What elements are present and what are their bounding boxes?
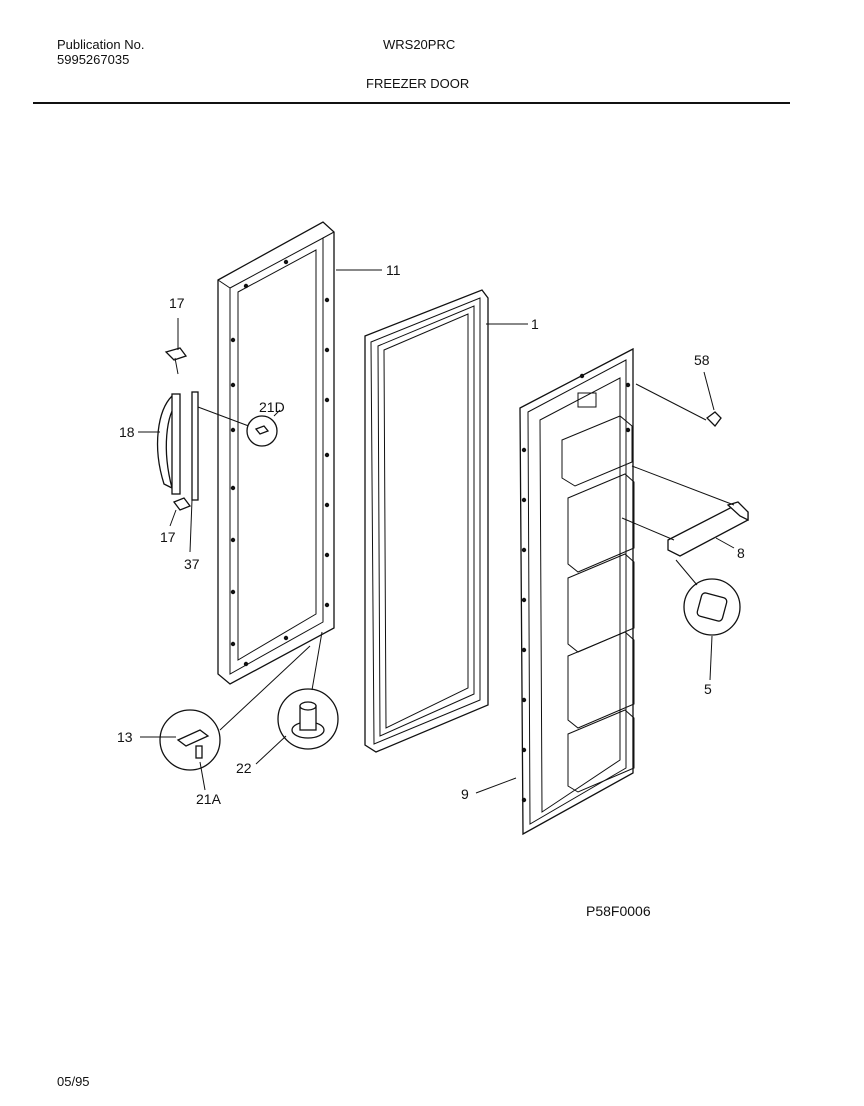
handle-clip-bottom xyxy=(172,497,192,511)
mounting-hole xyxy=(521,597,527,603)
mounting-hole xyxy=(230,641,236,647)
mounting-hole xyxy=(230,337,236,343)
shelf-rail-part xyxy=(621,465,749,557)
door-gasket-part xyxy=(364,289,489,753)
callout-37: 37 xyxy=(184,556,200,572)
mounting-hole xyxy=(521,647,527,653)
mounting-hole xyxy=(230,427,236,433)
callout-58: 58 xyxy=(694,352,710,368)
mounting-hole xyxy=(243,661,249,667)
mounting-hole xyxy=(324,397,330,403)
mounting-hole xyxy=(521,797,527,803)
date-code: 05/95 xyxy=(57,1074,90,1089)
mounting-hole xyxy=(283,259,289,265)
door-liner-part xyxy=(519,347,635,836)
mounting-hole xyxy=(324,452,330,458)
publication-label: Publication No. xyxy=(57,37,145,52)
callout-21d: 21D xyxy=(259,399,285,415)
callout-17-top: 17 xyxy=(169,295,185,311)
mounting-hole xyxy=(324,347,330,353)
callout-21a: 21A xyxy=(196,791,222,807)
hinge-detail xyxy=(159,645,311,771)
mounting-hole xyxy=(521,497,527,503)
leader-lines xyxy=(138,269,735,794)
shelf-clip-detail xyxy=(675,559,741,636)
callout-1: 1 xyxy=(531,316,539,332)
publication-number: 5995267035 xyxy=(57,52,130,67)
mounting-hole xyxy=(521,747,527,753)
mounting-hole xyxy=(230,537,236,543)
mounting-hole xyxy=(521,697,527,703)
handle-clip-top xyxy=(164,347,188,375)
mounting-hole xyxy=(283,635,289,641)
section-title: FREEZER DOOR xyxy=(366,76,470,91)
mounting-hole xyxy=(324,502,330,508)
bushing-detail xyxy=(277,631,339,750)
callout-9: 9 xyxy=(461,786,469,802)
mounting-hole xyxy=(324,602,330,608)
model-number: WRS20PRC xyxy=(383,37,456,52)
mounting-hole xyxy=(230,485,236,491)
callout-22: 22 xyxy=(236,760,252,776)
callout-17-bottom: 17 xyxy=(160,529,176,545)
mounting-hole xyxy=(521,547,527,553)
mounting-hole xyxy=(324,552,330,558)
mounting-hole xyxy=(625,382,631,388)
callout-5: 5 xyxy=(704,681,712,697)
mounting-hole xyxy=(579,373,585,379)
door-handle-part xyxy=(156,391,255,501)
screw-part xyxy=(635,383,722,427)
figure-code: P58F0006 xyxy=(586,903,651,919)
mounting-hole xyxy=(230,382,236,388)
mounting-hole xyxy=(230,589,236,595)
mounting-hole xyxy=(625,427,631,433)
header-rule xyxy=(33,102,790,104)
screw-21d-detail xyxy=(246,415,278,447)
callout-13: 13 xyxy=(117,729,133,745)
mounting-hole xyxy=(521,447,527,453)
mounting-hole xyxy=(324,297,330,303)
callout-18: 18 xyxy=(119,424,135,440)
mounting-hole xyxy=(243,283,249,289)
callout-11: 11 xyxy=(386,262,401,278)
callout-8: 8 xyxy=(737,545,745,561)
door-frame-part xyxy=(217,221,335,685)
